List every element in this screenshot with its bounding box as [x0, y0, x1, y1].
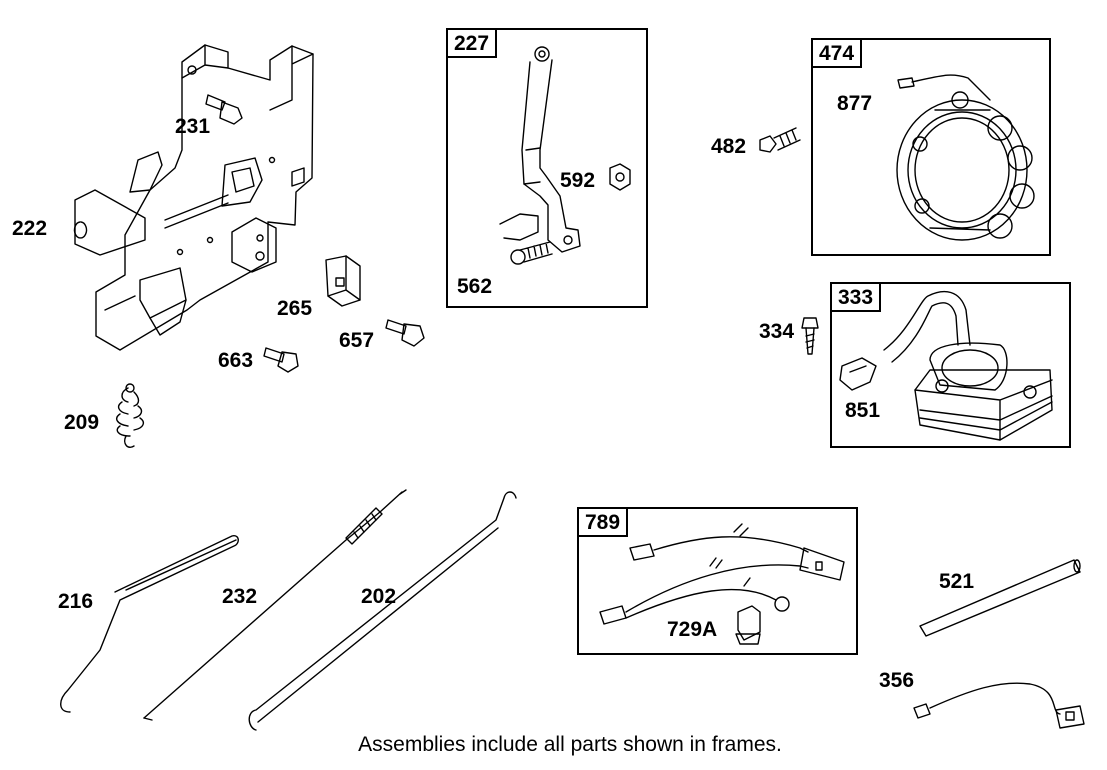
control-bracket-drawing	[75, 45, 314, 350]
part-label-231: 231	[175, 115, 211, 138]
part-label-222: 222	[12, 217, 48, 240]
screw-231-drawing	[206, 95, 242, 124]
frame-227-label: 227	[446, 28, 498, 58]
part-label-562: 562	[457, 275, 493, 298]
screw-334-drawing	[802, 318, 818, 354]
part-label-356: 356	[879, 669, 915, 692]
part-label-334: 334	[759, 320, 795, 343]
diagram-caption: Assemblies include all parts shown in fr…	[358, 733, 782, 756]
screw-562-drawing	[511, 242, 552, 264]
spring-209-drawing	[117, 384, 144, 447]
part-label-216: 216	[58, 590, 94, 613]
part-label-729a: 729A	[667, 618, 718, 641]
part-label-482: 482	[711, 135, 747, 158]
rod-216-drawing	[61, 536, 239, 712]
lever-227-drawing	[500, 47, 580, 252]
frame-333-label: 333	[830, 282, 882, 312]
stator-474-drawing	[897, 75, 1034, 240]
frame-474-label: 474	[811, 38, 863, 68]
frame-333: 333	[830, 282, 1071, 448]
clip-265-drawing	[326, 256, 360, 306]
part-label-663: 663	[218, 349, 254, 372]
part-label-202: 202	[361, 585, 397, 608]
frame-474: 474	[811, 38, 1051, 256]
part-label-877: 877	[837, 92, 873, 115]
screw-657-drawing	[386, 320, 424, 346]
part-label-592: 592	[560, 169, 596, 192]
part-label-657: 657	[339, 329, 375, 352]
armature-333-drawing	[840, 292, 1052, 440]
frame-789: 789	[577, 507, 858, 655]
rod-202-drawing	[249, 492, 516, 730]
part-label-232: 232	[222, 585, 258, 608]
screw-663-drawing	[264, 348, 298, 372]
wire-356-drawing	[914, 683, 1084, 728]
part-label-521: 521	[939, 570, 975, 593]
part-label-851: 851	[845, 399, 881, 422]
frame-227: 227	[446, 28, 648, 308]
screw-482-drawing	[760, 128, 800, 152]
cable-232-drawing	[144, 490, 406, 720]
frame-789-label: 789	[577, 507, 629, 537]
part-label-265: 265	[277, 297, 313, 320]
tube-521-drawing	[920, 560, 1080, 636]
nut-592-drawing	[610, 164, 630, 190]
harness-789-drawing	[600, 524, 844, 644]
part-label-209: 209	[64, 411, 100, 434]
